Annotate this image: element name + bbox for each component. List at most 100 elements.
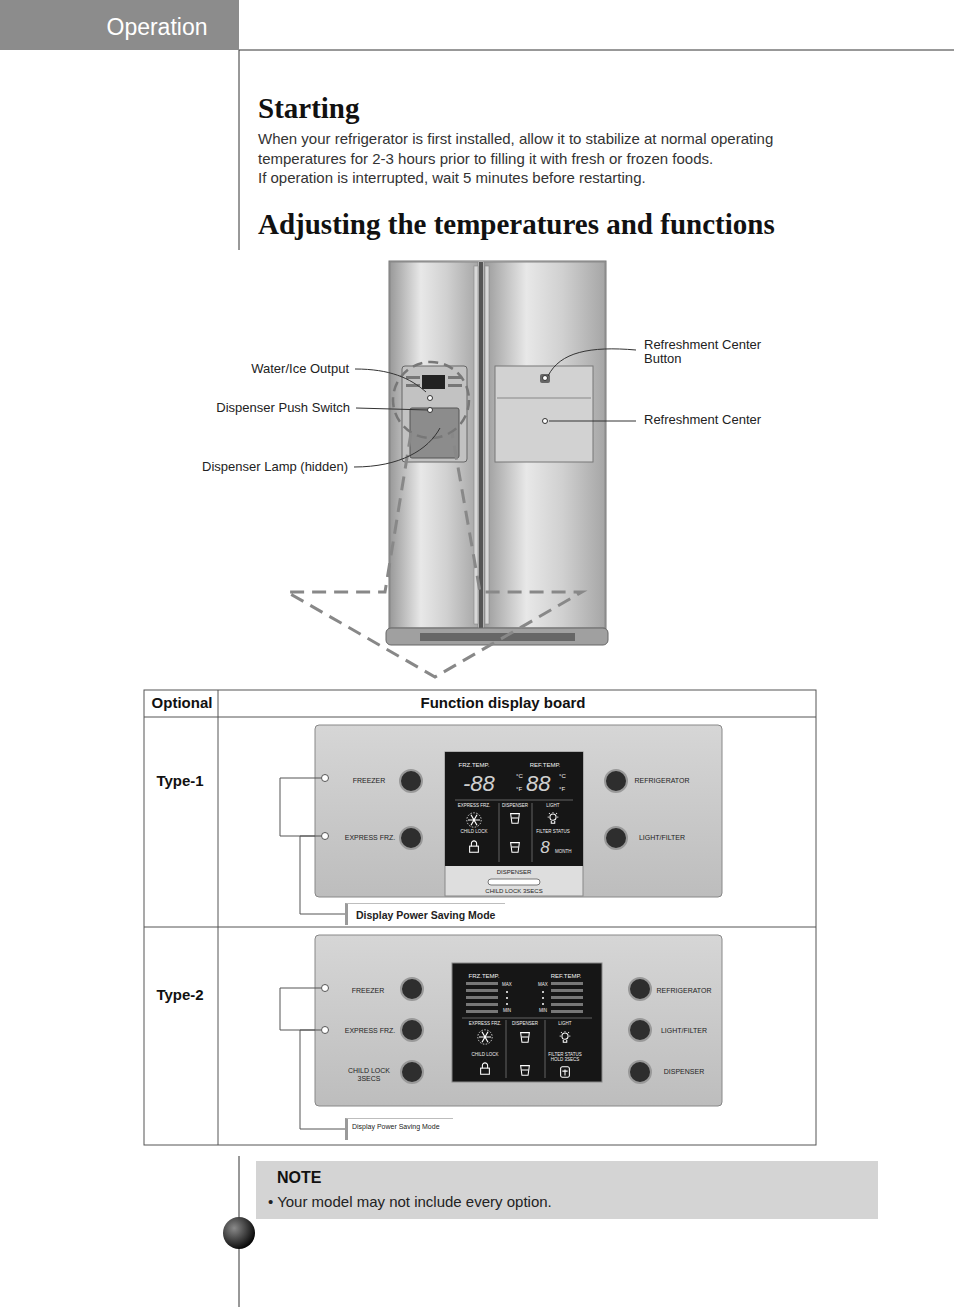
node-text: REF.TEMP. xyxy=(530,762,561,769)
control-panel xyxy=(315,725,722,897)
control-panel xyxy=(478,1030,492,1044)
control-panel xyxy=(511,843,520,853)
indicator-bracket xyxy=(322,775,329,782)
table-grid xyxy=(144,690,816,1145)
control-panel: FREEZER EXPRESS FRZ. REFRIGERATOR LIGHT/FIL… xyxy=(315,725,722,897)
callout-label: Refreshment Center Button xyxy=(644,338,784,366)
indicator-bracket xyxy=(322,985,329,992)
table-grid xyxy=(218,690,219,1145)
table-header: Optional xyxy=(152,694,213,711)
callout-label: Refreshment Center xyxy=(644,413,761,428)
node-text: EXPRESS FRZ. xyxy=(469,1021,502,1026)
control-panel xyxy=(506,1003,508,1005)
control-panel xyxy=(452,963,602,1082)
push-button xyxy=(629,1061,651,1083)
control-panel xyxy=(466,982,583,1013)
node-text: Operation xyxy=(106,14,207,40)
node-text: DISPENSER xyxy=(664,1068,704,1076)
indicator-bracket xyxy=(322,775,329,1034)
control-panel xyxy=(506,1020,507,1078)
control-panel xyxy=(551,1003,583,1006)
node-text: LIGHT xyxy=(558,1021,571,1026)
node-text: LIGHT/FILTER xyxy=(639,834,685,842)
section-heading: Starting xyxy=(258,92,360,125)
node-text: EXPRESS FRZ. xyxy=(345,1027,396,1035)
section-heading: Adjusting the temperatures and functions xyxy=(258,208,775,241)
control-panel xyxy=(560,1031,571,1042)
refrigerator-drawing xyxy=(386,628,608,645)
caption-tag: Display Power Saving Mode xyxy=(345,903,505,925)
indicator-bracket xyxy=(280,775,329,1034)
bracket-connector xyxy=(300,836,345,914)
leader-line xyxy=(355,369,426,392)
push-button xyxy=(629,978,651,1000)
push-button xyxy=(400,827,422,849)
node-text: EXPRESS FRZ. xyxy=(458,803,491,808)
control-panel xyxy=(542,997,544,999)
node-text: Display Power Saving Mode xyxy=(356,909,495,921)
node-text: CHILD LOCK 3SECS xyxy=(485,888,542,895)
node-text: FREEZER xyxy=(352,987,385,995)
control-panel xyxy=(548,812,559,823)
control-panel xyxy=(467,813,481,827)
refrigerator-drawing xyxy=(479,262,483,628)
control-panel xyxy=(532,803,533,862)
rule-lines xyxy=(239,50,954,1307)
node-text: MAX xyxy=(502,982,512,987)
refrigerator-drawing xyxy=(420,633,575,641)
control-panel xyxy=(488,879,540,885)
node-text: REF.TEMP. xyxy=(551,973,582,980)
control-panel xyxy=(499,803,500,862)
refrigerator-drawing xyxy=(495,366,593,462)
indicator-bracket xyxy=(280,988,321,1030)
node-text: MONTH xyxy=(555,849,572,854)
node-text: FREEZER xyxy=(353,777,386,785)
indicator-bracket xyxy=(280,778,321,836)
node-text: CHILD LOCK 3SECS xyxy=(345,1067,393,1083)
push-button xyxy=(605,770,627,792)
node-text: REFRIGERATOR xyxy=(635,777,690,785)
node-text: LIGHT/FILTER xyxy=(661,1027,707,1035)
node-text: °C xyxy=(559,773,566,780)
table-header: Function display board xyxy=(420,694,585,711)
push-button xyxy=(605,827,627,849)
control-panel xyxy=(455,800,573,801)
node-text: °F xyxy=(516,786,522,793)
leader-line xyxy=(354,428,440,467)
refrigerator-drawing xyxy=(422,375,445,389)
control-panel xyxy=(551,989,583,992)
page-marker xyxy=(223,1217,255,1249)
display-screen: FRZ.TEMP.REF.TEMP.-88°C°F88°C°FEXPRESS F… xyxy=(445,752,583,866)
control-panel xyxy=(521,1033,530,1043)
control-panel xyxy=(506,991,508,993)
table-grid xyxy=(144,690,816,1145)
node-text: MIN xyxy=(539,1008,547,1013)
control-panel xyxy=(445,752,583,866)
node-text: DISPENSER xyxy=(497,869,532,876)
refrigerator-drawing xyxy=(389,261,606,629)
control-panel xyxy=(466,996,498,999)
node-text: FILTER STATUS HOLD 3SECS xyxy=(548,1052,582,1062)
control-panel xyxy=(551,982,583,985)
control-panel xyxy=(561,1067,570,1078)
refrigerator-drawing xyxy=(402,366,467,462)
control-panel xyxy=(551,1010,583,1013)
leader-line xyxy=(356,408,428,410)
leader-line xyxy=(549,421,636,422)
table-cell: Type-2 xyxy=(156,986,203,1003)
note-text: • Your model may not include every optio… xyxy=(268,1193,552,1210)
node-text: CHILD LOCK xyxy=(471,1052,498,1057)
display-screen: FRZ.TEMP.REF.TEMP.MAXMINMAXMINEXPRESS FR… xyxy=(452,963,602,1082)
table-cell: Type-1 xyxy=(156,772,203,789)
leader-line xyxy=(428,396,433,401)
indicator-bracket xyxy=(322,833,329,840)
control-panel xyxy=(521,1066,530,1076)
node-text: FILTER STATUS xyxy=(536,829,570,834)
refrigerator-drawing xyxy=(497,398,591,399)
node-text: LIGHT xyxy=(546,803,559,808)
node-text: °C xyxy=(516,773,523,780)
note-text: NOTE xyxy=(277,1169,321,1187)
leader-line xyxy=(543,419,548,424)
